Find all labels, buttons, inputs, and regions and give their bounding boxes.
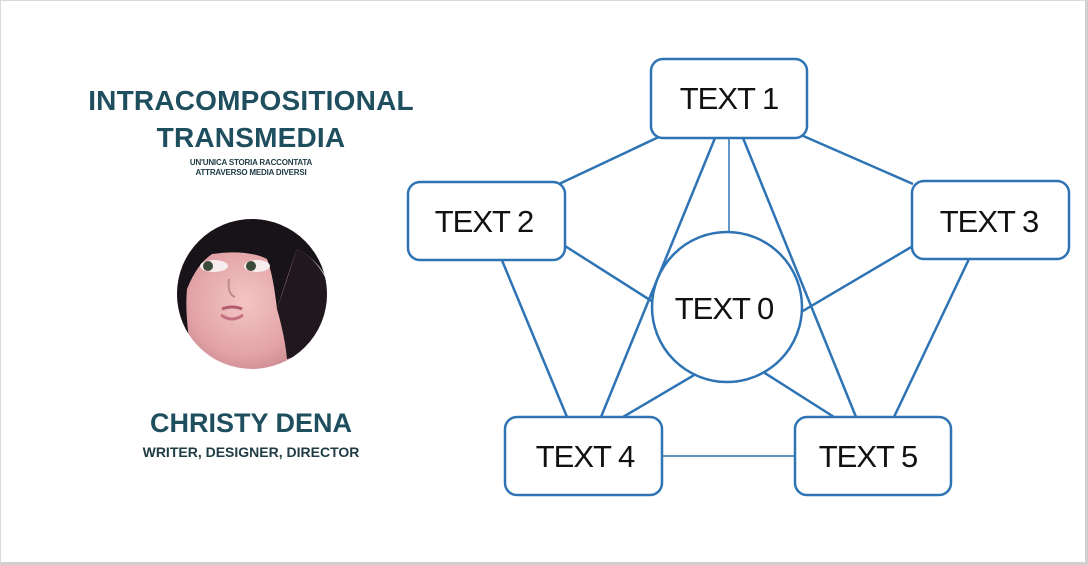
- node-text4-label: TEXT 4: [536, 439, 635, 474]
- subtitle-line-1: UN'UNICA STORIA RACCONTATA: [189, 158, 313, 167]
- node-text4-shape: [503, 415, 664, 497]
- subtitle-line-2: ATTRAVERSO MEDIA DIVERSI: [195, 168, 307, 177]
- edge-text2-text4: [499, 257, 569, 418]
- node-text1-shape: [649, 57, 809, 140]
- node-text5-label: TEXT 5: [819, 439, 918, 474]
- title-line-2: TRANSMEDIA: [156, 122, 346, 153]
- edge-text1-text5: [741, 137, 858, 418]
- node-text3-label: TEXT 3: [940, 204, 1039, 239]
- node-text3-shape: [910, 179, 1071, 261]
- node-text0-shape: [650, 230, 804, 384]
- person-role: WRITER, DESIGNER, DIRECTOR: [142, 444, 360, 460]
- diagram-nodes: [406, 57, 1071, 497]
- node-text0-label: TEXT 0: [675, 291, 774, 326]
- node-text2-shape: [406, 180, 567, 262]
- node-text2-label: TEXT 2: [435, 204, 534, 239]
- node-text1-label: TEXT 1: [680, 81, 779, 116]
- diagram-labels: TEXT 0 TEXT 1 TEXT 2 TEXT 3 TEXT 4 TEXT …: [435, 81, 1040, 474]
- title-panel: INTRACOMPOSITIONAL TRANSMEDIA UN'UNICA S…: [41, 1, 461, 562]
- edge-text1-text2: [558, 133, 664, 186]
- person-name: CHRISTY DENA: [149, 408, 353, 438]
- edge-text3-text5: [892, 258, 971, 418]
- title-line-1: INTRACOMPOSITIONAL: [88, 85, 414, 116]
- node-text5-shape: [793, 415, 953, 497]
- edge-text1-text3: [800, 133, 914, 186]
